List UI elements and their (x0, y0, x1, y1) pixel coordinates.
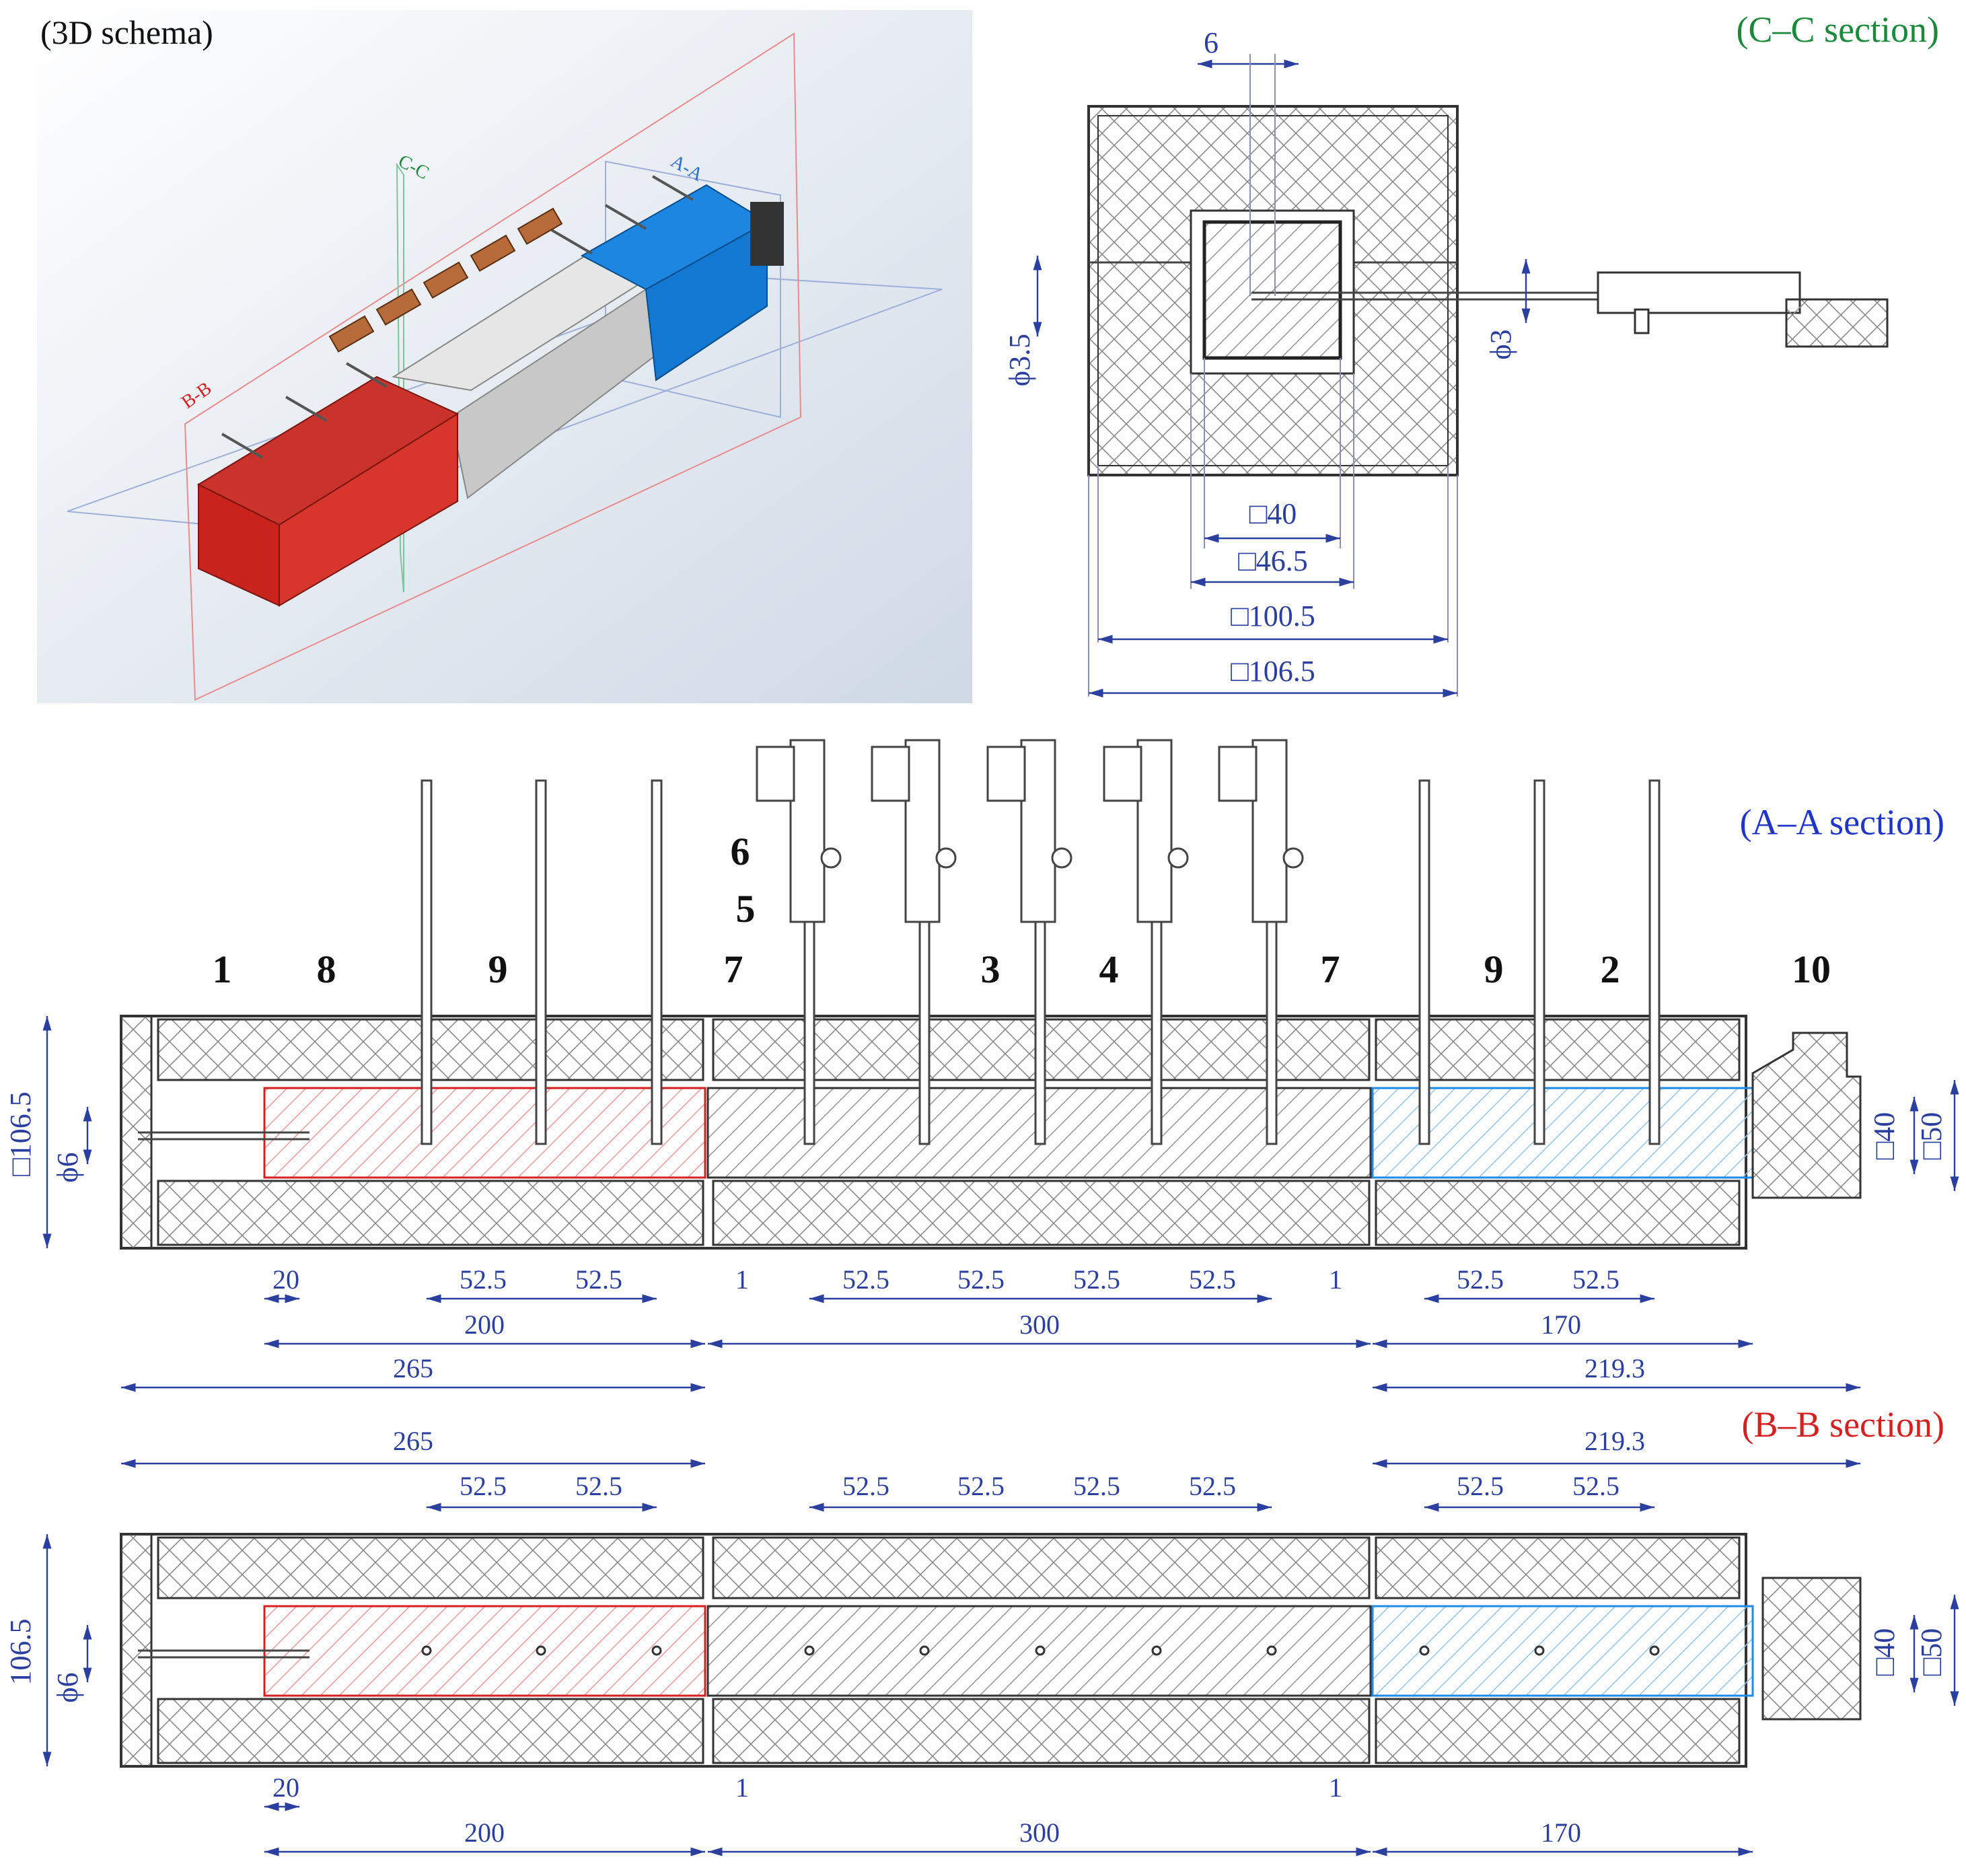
callout-9a: 9 (488, 947, 508, 991)
svg-text:52.5: 52.5 (957, 1264, 1005, 1295)
callout-2: 2 (1601, 947, 1620, 991)
aa-heaters (756, 739, 1304, 923)
bb-blue-zone (1371, 1605, 1754, 1697)
svg-text:219.3: 219.3 (1585, 1353, 1645, 1383)
cc-dim-outer2: □106.5 (1231, 655, 1315, 688)
bb-dim-1a: 1 (735, 1772, 749, 1803)
aa-dim-height: □106.5 (4, 1091, 37, 1176)
callout-7b: 7 (1321, 947, 1340, 991)
svg-text:52.5: 52.5 (1572, 1471, 1619, 1501)
cc-heater-insulation (1785, 298, 1889, 348)
bb-dim-170: 170 (1541, 1817, 1581, 1848)
red-block-side (279, 412, 458, 607)
callout-1: 1 (213, 947, 232, 991)
callout-6: 6 (731, 830, 750, 873)
callout-10: 10 (1792, 947, 1831, 991)
svg-text:52.5: 52.5 (1073, 1471, 1120, 1501)
aa-dim-row1: 20 52.5 52.5 1 52.5 52.5 52.5 52.5 1 52.… (272, 1264, 1619, 1295)
callout-3: 3 (981, 947, 1000, 991)
svg-text:52.5: 52.5 (1457, 1471, 1504, 1501)
callout-4: 4 (1099, 947, 1119, 991)
schema-title: (3D schema) (40, 13, 213, 51)
bb-dim-sq50: □50 (1915, 1628, 1948, 1676)
rods-3d (221, 175, 694, 459)
bb-dim-hole: ϕ6 (51, 1672, 84, 1702)
svg-text:52.5: 52.5 (842, 1471, 889, 1501)
aa-dim-sq40: □40 (1868, 1112, 1901, 1160)
svg-text:52.5: 52.5 (575, 1264, 622, 1295)
aa-dim-sq50: □50 (1915, 1112, 1948, 1160)
bb-dim-20: 20 (272, 1772, 299, 1803)
aa-end-fixture (1751, 1032, 1862, 1199)
cc-section: (C–C section) 6 ϕ3.5 ϕ3 □40 □46.5 □100.5 (1003, 9, 1939, 698)
aa-dim-row2: 200 300 170 (464, 1309, 1581, 1340)
svg-text:52.5: 52.5 (842, 1264, 889, 1295)
aa-red-zone (263, 1087, 706, 1179)
aa-section: (A–A section) (4, 739, 1959, 1392)
aa-dim-hole: ϕ6 (51, 1152, 84, 1182)
svg-text:52.5: 52.5 (1189, 1264, 1236, 1295)
bb-dim-top2: 52.5 52.5 52.5 52.5 52.5 52.5 52.5 52.5 (460, 1471, 1619, 1501)
cc-title: (C–C section) (1737, 9, 1939, 50)
callout-9b: 9 (1484, 947, 1504, 991)
cc-dim-right: ϕ3 (1484, 329, 1517, 359)
svg-text:52.5: 52.5 (575, 1471, 622, 1501)
bb-section: (B–B section) 265 219.3 52.5 52.5 52.5 5… (4, 1404, 1959, 1856)
schema-3d-panel: (3D schema) C-C A-A B-B (37, 10, 972, 703)
blue-block-side (645, 221, 768, 382)
bb-dim-219: 219.3 (1585, 1426, 1645, 1456)
svg-text:170: 170 (1541, 1309, 1581, 1340)
aa-dim-lines (121, 1294, 1860, 1392)
cc-heater-body (1597, 271, 1801, 314)
callout-8: 8 (317, 947, 336, 991)
svg-text:20: 20 (272, 1264, 299, 1295)
cc-dim-inner: □40 (1249, 497, 1297, 530)
bb-title: (B–B section) (1742, 1404, 1944, 1445)
svg-text:52.5: 52.5 (957, 1471, 1005, 1501)
bb-dim-sq40: □40 (1868, 1628, 1901, 1676)
svg-text:52.5: 52.5 (1457, 1264, 1504, 1295)
bb-dim-200: 200 (464, 1817, 505, 1848)
callout-7a: 7 (724, 947, 743, 991)
bb-end-fixture (1761, 1577, 1862, 1721)
callout-5: 5 (736, 887, 756, 931)
svg-text:1: 1 (735, 1264, 749, 1295)
cc-inner-core (1202, 220, 1342, 360)
svg-text:300: 300 (1019, 1309, 1060, 1340)
bb-dim-300: 300 (1019, 1817, 1060, 1848)
end-cap-block (750, 202, 784, 266)
bb-dim-lines (121, 1459, 1860, 1512)
svg-text:265: 265 (393, 1353, 433, 1383)
svg-text:52.5: 52.5 (1189, 1471, 1236, 1501)
svg-text:52.5: 52.5 (460, 1264, 507, 1295)
plane-b-b (184, 32, 802, 701)
svg-text:52.5: 52.5 (1073, 1264, 1120, 1295)
svg-text:200: 200 (464, 1309, 505, 1340)
svg-text:1: 1 (1329, 1264, 1342, 1295)
cc-dim-top: 6 (1204, 26, 1218, 59)
cc-dim-inner2: □46.5 (1238, 544, 1308, 577)
svg-text:52.5: 52.5 (460, 1471, 507, 1501)
heaters-3d (328, 207, 563, 353)
bb-red-zone (263, 1605, 706, 1697)
cc-dim-left: ϕ3.5 (1003, 334, 1036, 386)
bb-dim-265: 265 (393, 1426, 433, 1456)
bb-bottom-dim-lines (264, 1802, 1753, 1856)
bb-dim-height: 106.5 (4, 1619, 37, 1686)
aa-dim-row3: 265 219.3 (393, 1353, 1645, 1383)
bb-dim-1b: 1 (1329, 1772, 1342, 1803)
svg-text:52.5: 52.5 (1572, 1264, 1619, 1295)
cc-dim-outer1: □100.5 (1231, 600, 1315, 633)
aa-title: (A–A section) (1740, 802, 1944, 842)
bb-probe-holes (421, 1645, 1660, 1656)
